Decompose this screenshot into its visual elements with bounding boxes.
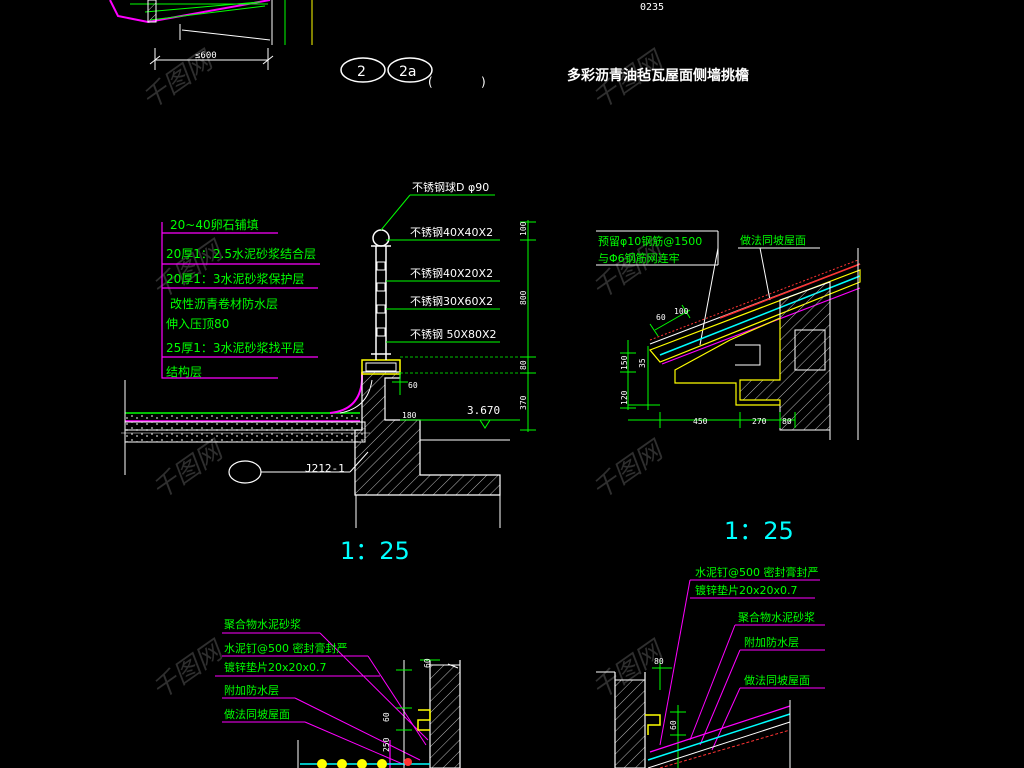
layer-label: 20厚1：2.5水泥砂浆结合层 [166, 246, 316, 261]
layer-label: 25厚1：3水泥砂浆找平层 [166, 340, 305, 355]
dim-label: 370 [519, 395, 528, 410]
dim-label: 80 [782, 417, 792, 426]
parapet-railing-detail [121, 194, 536, 528]
dim-label: 60 [382, 712, 391, 722]
detail-label: 聚合物水泥砂浆 [224, 617, 301, 631]
eave-label: 与Φ6钢筋网连牢 [598, 251, 680, 265]
detail-label: 做法同坡屋面 [224, 707, 290, 721]
railing-label: 不锈钢 50X80X2 [410, 328, 497, 341]
layer-label: 20~40卵石铺填 [170, 218, 259, 232]
dim-label: 180 [402, 411, 417, 420]
left-dims: 100 800 80 60 370 180 [402, 221, 528, 420]
bottom-left-dims: 60 60 250 [382, 658, 432, 752]
railing-label: 不锈钢40X20X2 [410, 267, 493, 280]
detail-label: 镀锌垫片20x20x0.7 [224, 660, 327, 674]
layer-label: 改性沥青卷材防水层 [170, 296, 278, 311]
bottom-right-detail [596, 579, 825, 768]
scale-label: 1：25 [340, 537, 410, 565]
dim-label: 270 [752, 417, 767, 426]
detail-ref-2: 2a [399, 64, 417, 80]
watermark-layer: 千图网 千图网 千图网 千图网 千图网 千图网 千图网 千图网 [137, 45, 671, 706]
watermark: 千图网 [587, 435, 671, 506]
detail-ref-1: 2 [357, 64, 366, 80]
scale-label: 1：25 [724, 517, 794, 545]
detail-label: 水泥钉@500 密封膏封严 [224, 641, 348, 655]
eave-labels: 预留φ10钢筋@1500 与Φ6钢筋网连牢 做法同坡屋面 [598, 233, 806, 265]
callout-label: J212-1 [305, 462, 345, 475]
railing-label: 不锈钢球D φ90 [412, 180, 489, 194]
layer-labels: 20~40卵石铺填 20厚1：2.5水泥砂浆结合层 20厚1：3水泥砂浆保护层 … [166, 218, 316, 379]
detail-ref-circle [387, 57, 433, 83]
bracket-open: ( [428, 75, 433, 89]
watermark: 千图网 [147, 435, 231, 506]
railing-label: 不锈钢30X60X2 [410, 295, 493, 308]
code-label: 0235 [640, 2, 664, 13]
layer-label: 结构层 [166, 364, 202, 379]
detail-label: 附加防水层 [224, 683, 279, 697]
dim-label: 35 [638, 358, 647, 368]
dim-label: 60 [669, 720, 678, 730]
dim-label: 450 [693, 417, 708, 426]
dim-label: 150 [620, 355, 629, 370]
dim-label: 800 [519, 290, 528, 305]
dim-label: 80 [519, 360, 528, 370]
dim-label: 60 [423, 658, 432, 668]
bracket-close: ) [481, 75, 486, 89]
dim-label: 80 [654, 657, 664, 666]
bottom-left-labels: 聚合物水泥砂浆 水泥钉@500 密封膏封严 镀锌垫片20x20x0.7 附加防水… [224, 617, 348, 721]
detail-label: 做法同坡屋面 [744, 673, 810, 687]
railing-label: 不锈钢40X40X2 [410, 226, 493, 239]
bottom-right-dims: 80 60 [654, 657, 678, 730]
dim-label: 120 [620, 390, 629, 405]
watermark: 千图网 [147, 635, 231, 706]
railing-labels: 不锈钢球D φ90 不锈钢40X40X2 不锈钢40X20X2 不锈钢30X60… [410, 180, 497, 341]
eave-dims: 60 100 150 120 35 450 270 80 [620, 307, 792, 426]
detail-label: 附加防水层 [744, 635, 799, 649]
top-dim-label: ≤600 [195, 51, 217, 61]
dim-label: 100 [519, 221, 528, 236]
bottom-left-detail [215, 632, 461, 768]
elevation-label: 3.670 [467, 404, 500, 417]
layer-label: 20厚1：3水泥砂浆保护层 [166, 271, 305, 286]
layer-label: 伸入压顶80 [166, 317, 229, 331]
dim-label: 250 [382, 737, 391, 752]
bottom-right-labels: 水泥钉@500 密封膏封严 镀锌垫片20x20x0.7 聚合物水泥砂浆 附加防水… [695, 565, 819, 687]
watermark: 千图网 [147, 235, 231, 306]
dim-label: 100 [674, 307, 689, 316]
detail-label: 水泥钉@500 密封膏封严 [695, 565, 819, 579]
dim-label: 60 [656, 313, 666, 322]
eave-label: 做法同坡屋面 [740, 233, 806, 247]
eave-label: 预留φ10钢筋@1500 [598, 234, 702, 248]
detail-ref-circle [340, 57, 386, 83]
eave-detail [596, 230, 861, 440]
top-detail-fragment [109, 0, 313, 70]
detail-label: 聚合物水泥砂浆 [738, 610, 815, 624]
detail-label: 镀锌垫片20x20x0.7 [695, 583, 798, 597]
dim-label: 60 [408, 381, 418, 390]
drawing-title: 多彩沥青油毡瓦屋面侧墙挑檐 [567, 67, 749, 84]
